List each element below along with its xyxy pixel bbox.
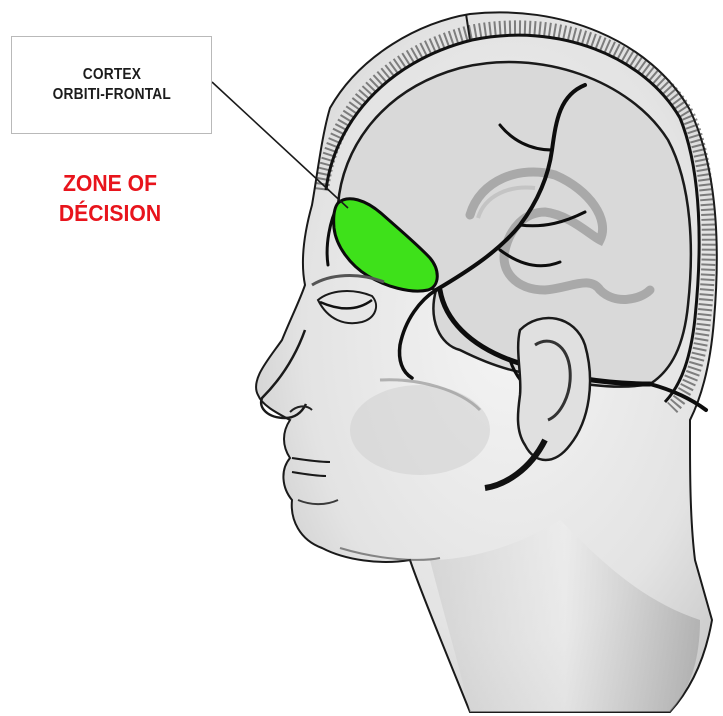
callout-line-2: ORBITI-FRONTAL (52, 85, 170, 105)
callout-label-box: CORTEX ORBITI-FRONTAL (11, 36, 212, 134)
zone-label-line-1: ZONE OF (27, 168, 193, 198)
zone-label-line-2: DÉCISION (27, 198, 193, 228)
callout-line-1: CORTEX (82, 65, 140, 85)
cheek-shadow (350, 385, 490, 475)
zone-label: ZONE OF DÉCISION (20, 168, 200, 228)
